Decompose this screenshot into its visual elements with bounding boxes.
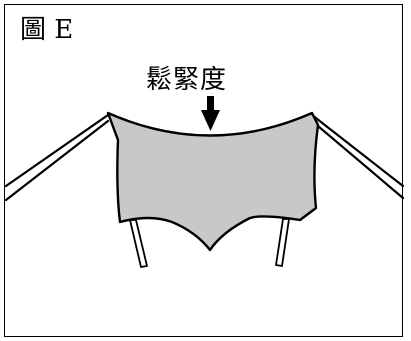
figure-label: 圖 E (20, 15, 74, 45)
left-guy-lines (4, 113, 110, 202)
tension-arrow (201, 96, 220, 131)
tarp-fabric (106, 111, 320, 252)
right-guy-lines (310, 113, 405, 200)
right-pole (275, 218, 290, 267)
tension-label: 鬆緊度 (146, 65, 228, 95)
left-pole (129, 219, 148, 268)
